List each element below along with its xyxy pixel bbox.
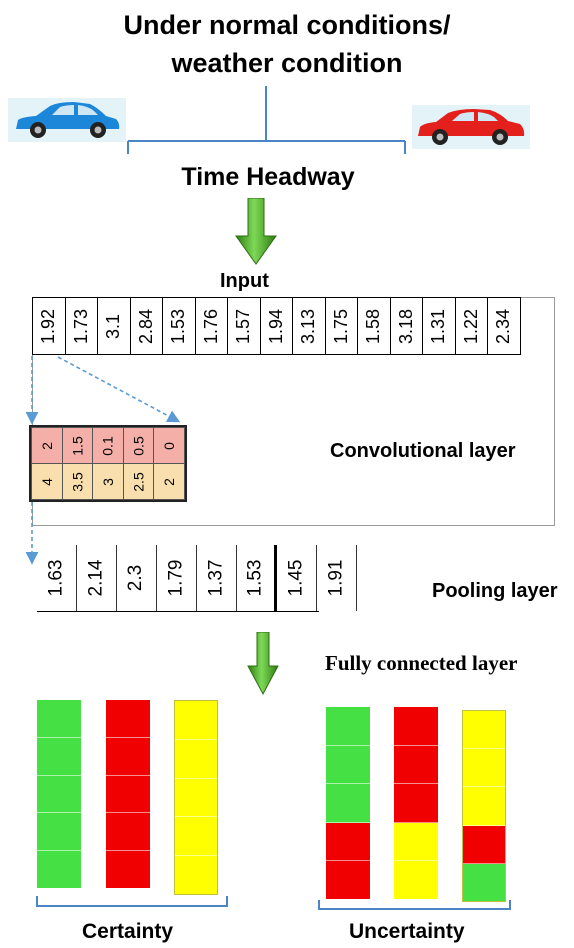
dashed-connectors [25, 356, 181, 565]
output-block [37, 851, 81, 888]
output-block [175, 856, 217, 894]
pooling-cell: 1.37 [197, 545, 237, 611]
red-car-icon [412, 105, 530, 149]
uncertainty-column [394, 707, 438, 899]
output-block [326, 745, 370, 785]
pooling-cell: 1.63 [37, 545, 77, 611]
convolutional-layer-label: Convolutional layer [330, 440, 516, 462]
output-block [175, 701, 217, 740]
output-block [394, 784, 438, 823]
output-brackets [36, 896, 511, 910]
pooling-cell: 1.79 [157, 545, 197, 611]
output-block [106, 813, 150, 852]
fully-connected-layer-label: Fully connected layer [325, 651, 518, 675]
pooling-row: 1.63 2.14 2.3 1.79 1.37 1.53 1.45 1.91 [37, 545, 357, 611]
output-block [394, 707, 438, 746]
output-block [37, 700, 81, 738]
pooling-cell: 1.53 [237, 545, 277, 611]
pooling-underline [37, 611, 319, 612]
output-block [175, 739, 217, 779]
output-block [463, 711, 505, 750]
certainty-column [174, 700, 218, 895]
certainty-label: Certainty [82, 920, 174, 943]
pooling-cell: 2.3 [117, 545, 157, 611]
kernel-cell: 2 [31, 427, 63, 464]
certainty-column [106, 700, 150, 888]
kernel-row: 2 1.5 0.1 0.5 0 [31, 427, 185, 464]
pooling-cell: 1.91 [317, 545, 357, 611]
output-block [463, 825, 505, 864]
kernel-cell: 1.5 [61, 427, 94, 464]
output-block [106, 700, 150, 738]
output-block [106, 737, 150, 776]
output-block [326, 822, 370, 862]
output-block [106, 775, 150, 814]
input-label: Input [220, 270, 269, 292]
output-block [326, 707, 370, 746]
uncertainty-column [462, 710, 506, 902]
header-line-1: Under normal conditions/ [123, 10, 451, 40]
kernel-cell: 3.5 [61, 463, 94, 500]
pooling-cell: 1.45 [277, 545, 317, 611]
pooling-cell: 2.14 [77, 545, 117, 611]
uncertainty-label: Uncertainty [349, 920, 465, 943]
output-block [175, 817, 217, 857]
certainty-column [37, 700, 81, 888]
output-block [394, 745, 438, 785]
output-block [326, 784, 370, 823]
uncertainty-column [326, 707, 370, 899]
input-cell: 2.34 [487, 297, 521, 355]
kernel-cell: 2.5 [122, 463, 155, 500]
down-arrow-icon [235, 198, 277, 265]
output-block [463, 749, 505, 788]
output-block [326, 861, 370, 899]
output-block [463, 863, 505, 902]
kernel-row: 4 3.5 3 2.5 2 [31, 463, 185, 500]
blue-car-icon [8, 98, 126, 142]
output-block [37, 775, 81, 814]
kernel-matrix: 2 1.5 0.1 0.5 0 4 3.5 3 2.5 2 [29, 425, 187, 502]
headway-connector [127, 86, 406, 154]
output-block [37, 813, 81, 852]
output-block [394, 822, 438, 862]
kernel-cell: 0.1 [92, 427, 124, 464]
kernel-cell: 3 [92, 463, 124, 500]
kernel-cell: 0 [153, 427, 185, 464]
kernel-cell: 2 [153, 463, 185, 500]
kernel-cell: 4 [31, 463, 63, 500]
kernel-cell: 0.5 [122, 427, 155, 464]
pooling-layer-label: Pooling layer [432, 580, 558, 602]
header-line-2: weather condition [171, 48, 403, 78]
output-block [394, 861, 438, 899]
output-block [463, 787, 505, 826]
time-headway-label: Time Headway [181, 163, 355, 191]
output-block [106, 851, 150, 888]
down-arrow-icon [247, 632, 279, 696]
output-block [37, 737, 81, 776]
input-row: 1.92 1.73 3.1 2.84 1.53 1.76 1.57 1.94 3… [32, 297, 521, 355]
output-block [175, 778, 217, 818]
